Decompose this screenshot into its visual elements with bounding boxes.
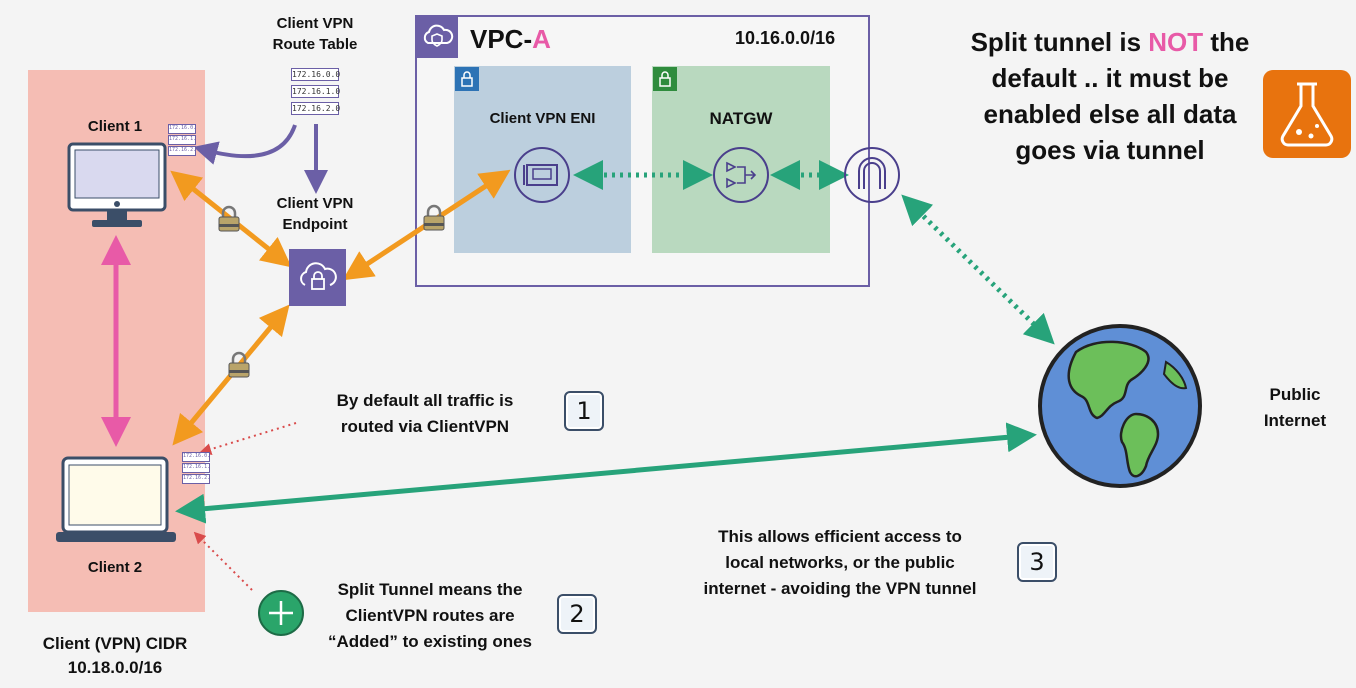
note-2-line2: ClientVPN routes are — [345, 606, 515, 625]
mini-route: 172.16.1.0 — [182, 463, 210, 473]
lock-icon — [423, 204, 445, 231]
split-note-line4: goes via tunnel — [1015, 135, 1205, 165]
lock-icon — [653, 67, 677, 91]
internet-gateway-icon — [844, 147, 900, 203]
route-table-title-line1: Client VPN — [276, 15, 354, 32]
monitor-icon — [67, 142, 167, 227]
route-entry: 172.16.2.0 — [291, 102, 341, 115]
laptop-icon — [56, 456, 176, 542]
note-2-badge: 2 — [557, 594, 597, 634]
vpc-title-suffix: A — [532, 24, 551, 54]
split-note-line3: enabled else all data — [983, 99, 1237, 129]
split-note-line2: default .. it must be — [991, 63, 1229, 93]
client-cidr-line2: 10.18.0.0/16 — [67, 658, 163, 677]
plus-icon — [258, 590, 304, 636]
note-1-text: By default all traffic is routed via Cli… — [305, 388, 545, 440]
note-3-line1: This allows efficient access to — [718, 527, 962, 546]
public-internet-line1: Public — [1269, 385, 1321, 404]
lock-icon — [218, 205, 240, 232]
note-3-text: This allows efficient access to local ne… — [660, 524, 1020, 602]
endpoint-label: Client VPN Endpoint — [255, 193, 375, 235]
globe-icon — [1038, 324, 1202, 488]
endpoint-label-line1: Client VPN — [276, 195, 354, 212]
lab-flask-icon — [1263, 70, 1351, 158]
route-table-title-line2: Route Table — [272, 36, 358, 53]
client2-label: Client 2 — [87, 559, 143, 576]
split-note-line1: Split tunnel is NOT the — [935, 24, 1285, 60]
note-2-line3: “Added” to existing ones — [327, 632, 533, 651]
route-table-list: 172.16.0.0 172.16.1.0 172.16.2.0 — [291, 68, 341, 116]
subnet-eni-label: Client VPN ENI — [489, 110, 596, 127]
mini-route: 172.16.0.0 — [168, 124, 196, 134]
eni-card-icon — [514, 147, 570, 203]
vpn-endpoint-icon — [289, 249, 346, 306]
lock-icon — [455, 67, 479, 91]
note-3-badge: 3 — [1017, 542, 1057, 582]
mini-route: 172.16.0.0 — [182, 452, 210, 462]
note-2-line1: Split Tunnel means the — [337, 580, 523, 599]
split-note-line1-post: the — [1203, 27, 1250, 57]
note-1-line2: routed via ClientVPN — [340, 417, 510, 436]
note-3-line2: local networks, or the public — [725, 553, 955, 572]
vpc-cloud-icon — [416, 16, 458, 58]
endpoint-label-line2: Endpoint — [282, 216, 348, 233]
mini-route: 172.16.2.0 — [168, 146, 196, 156]
note-1-line1: By default all traffic is — [336, 391, 514, 410]
note-3-line3: internet - avoiding the VPN tunnel — [703, 579, 977, 598]
vpc-title-prefix: VPC- — [470, 24, 533, 54]
client-cidr-label: Client (VPN) CIDR 10.18.0.0/16 — [10, 632, 220, 680]
lock-icon — [228, 351, 250, 378]
client1-route-table: 172.16.0.0 172.16.1.0 172.16.2.0 — [168, 124, 196, 157]
vpc-cidr: 10.16.0.0/16 — [735, 28, 836, 48]
note-2-text: Split Tunnel means the ClientVPN routes … — [300, 577, 560, 655]
client-cidr-line1: Client (VPN) CIDR — [42, 634, 188, 653]
subnet-natgw — [652, 66, 830, 253]
split-note-highlight: NOT — [1148, 27, 1204, 57]
natgw-icon — [713, 147, 769, 203]
vpc-title: VPC-A — [470, 24, 551, 54]
mini-route: 172.16.2.0 — [182, 474, 210, 484]
route-entry: 172.16.1.0 — [291, 85, 341, 98]
public-internet-line2: Internet — [1263, 411, 1327, 430]
client1-label: Client 1 — [87, 118, 143, 135]
split-note-line1-pre: Split tunnel is — [970, 27, 1149, 57]
note-1-badge: 1 — [564, 391, 604, 431]
mini-route: 172.16.1.0 — [168, 135, 196, 145]
route-table-title: Client VPN Route Table — [255, 13, 375, 55]
subnet-natgw-label: NATGW — [709, 109, 773, 128]
route-entry: 172.16.0.0 — [291, 68, 341, 81]
public-internet-label: Public Internet — [1240, 382, 1350, 434]
split-tunnel-default-note: Split tunnel is NOT the default .. it mu… — [935, 24, 1285, 168]
client2-route-table: 172.16.0.0 172.16.1.0 172.16.2.0 — [182, 452, 210, 485]
